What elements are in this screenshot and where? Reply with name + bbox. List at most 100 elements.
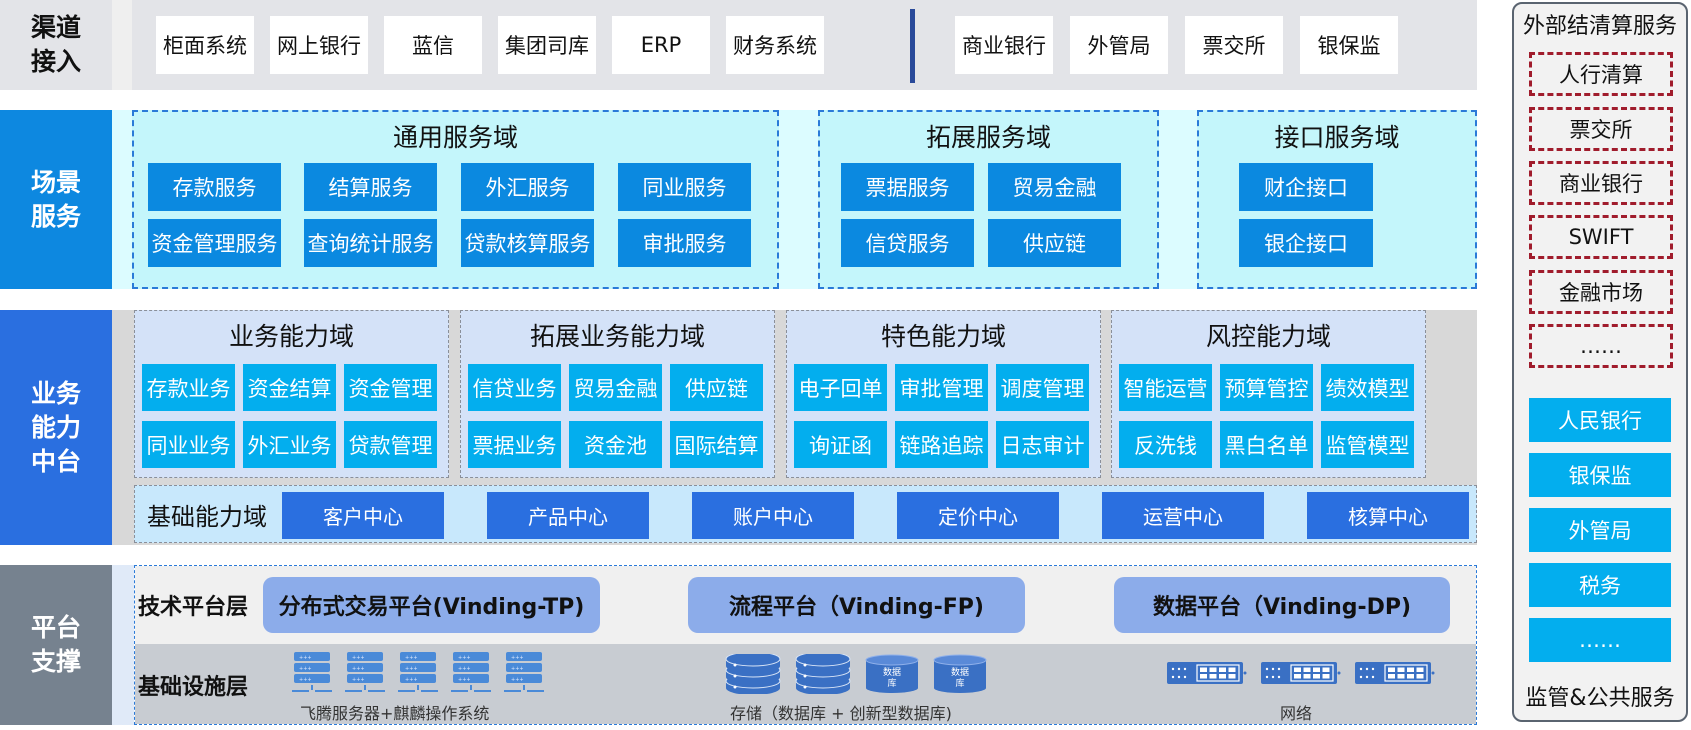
base-capability-button[interactable]: 产品中心 bbox=[487, 492, 649, 539]
svg-text:+++: +++ bbox=[511, 677, 524, 683]
svg-text:+++: +++ bbox=[458, 666, 471, 672]
storage-icon bbox=[795, 654, 851, 694]
capability-button[interactable]: 同业业务 bbox=[142, 421, 235, 468]
channel-item[interactable]: 集团司库 bbox=[498, 16, 596, 74]
capability-button[interactable]: 电子回单 bbox=[794, 364, 887, 411]
network-switch-icon bbox=[1167, 661, 1247, 685]
layer-label-scene-services: 场景 服务 bbox=[0, 110, 112, 289]
layer-label-capability-center: 业务 能力 中台 bbox=[0, 310, 112, 545]
regulatory-item[interactable]: 税务 bbox=[1529, 563, 1671, 607]
channel-item[interactable]: 网上银行 bbox=[270, 16, 368, 74]
capability-button[interactable]: 询证函 bbox=[794, 421, 887, 468]
storage-icon bbox=[725, 654, 781, 694]
channel-divider bbox=[910, 9, 915, 83]
service-button[interactable]: 银企接口 bbox=[1239, 219, 1373, 267]
base-capability-button[interactable]: 客户中心 bbox=[282, 492, 444, 539]
regulatory-title: 监管&公共服务 bbox=[1525, 686, 1675, 711]
service-button[interactable]: 信贷服务 bbox=[841, 219, 974, 267]
regulatory-item[interactable]: 人民银行 bbox=[1529, 398, 1671, 442]
base-capability-button[interactable]: 核算中心 bbox=[1307, 492, 1469, 539]
svg-text:+++: +++ bbox=[299, 666, 312, 672]
platform-button[interactable]: 分布式交易平台(Vinding-TP) bbox=[263, 577, 600, 633]
capability-button[interactable]: 贷款管理 bbox=[344, 421, 437, 468]
infra-layer-label: 基础设施层 bbox=[138, 675, 249, 700]
svg-text:+++: +++ bbox=[405, 677, 418, 683]
capability-button[interactable]: 预算管控 bbox=[1220, 364, 1313, 411]
capability-button[interactable]: 黑白名单 bbox=[1220, 421, 1313, 468]
capability-button[interactable]: 智能运营 bbox=[1119, 364, 1212, 411]
layer-label-channel-access: 渠道 接入 bbox=[0, 0, 112, 90]
channel-item[interactable]: 蓝信 bbox=[384, 16, 482, 74]
channel-item-external[interactable]: 商业银行 bbox=[955, 16, 1053, 74]
capability-button[interactable]: 供应链 bbox=[670, 364, 763, 411]
svg-text:+++: +++ bbox=[405, 655, 418, 661]
channel-item[interactable]: 财务系统 bbox=[726, 16, 824, 74]
regulatory-item[interactable]: 银保监 bbox=[1529, 453, 1671, 497]
service-button[interactable]: 外汇服务 bbox=[461, 163, 594, 211]
service-domain-title: 拓展服务域 bbox=[925, 123, 1051, 152]
service-button[interactable]: 供应链 bbox=[988, 219, 1121, 267]
row-separator bbox=[112, 310, 134, 545]
service-button[interactable]: 查询统计服务 bbox=[304, 219, 437, 267]
external-clearing-item[interactable]: 金融市场 bbox=[1529, 270, 1673, 314]
base-capability-button[interactable]: 账户中心 bbox=[692, 492, 854, 539]
service-button[interactable]: 同业服务 bbox=[618, 163, 751, 211]
service-button[interactable]: 贷款核算服务 bbox=[461, 219, 594, 267]
layer-label-text: 平台 支撑 bbox=[30, 613, 81, 676]
external-clearing-item[interactable]: SWIFT bbox=[1529, 215, 1673, 259]
server-icon: +++++++++ bbox=[504, 650, 544, 694]
server-icon: +++++++++ bbox=[451, 650, 491, 694]
capability-domain-title: 特色能力域 bbox=[880, 322, 1006, 351]
platform-button[interactable]: 数据平台（Vinding-DP) bbox=[1114, 577, 1450, 633]
base-capability-button[interactable]: 运营中心 bbox=[1102, 492, 1264, 539]
capability-button[interactable]: 链路追踪 bbox=[895, 421, 988, 468]
capability-button[interactable]: 监管模型 bbox=[1321, 421, 1414, 468]
regulatory-item[interactable]: 外管局 bbox=[1529, 508, 1671, 552]
capability-button[interactable]: 资金管理 bbox=[344, 364, 437, 411]
service-button[interactable]: 财企接口 bbox=[1239, 163, 1373, 211]
capability-button[interactable]: 审批管理 bbox=[895, 364, 988, 411]
base-capability-button[interactable]: 定价中心 bbox=[897, 492, 1059, 539]
external-clearing-item[interactable]: 商业银行 bbox=[1529, 161, 1673, 205]
layer-label-text: 渠道 接入 bbox=[30, 13, 81, 76]
capability-button[interactable]: 国际结算 bbox=[670, 421, 763, 468]
service-button[interactable]: 贸易金融 bbox=[988, 163, 1121, 211]
layer-label-text: 场景 服务 bbox=[30, 167, 81, 231]
capability-domain-title: 风控能力域 bbox=[1205, 322, 1331, 351]
platform-button[interactable]: 流程平台（Vinding-FP) bbox=[688, 577, 1025, 633]
capability-button[interactable]: 贸易金融 bbox=[569, 364, 662, 411]
capability-button[interactable]: 绩效模型 bbox=[1321, 364, 1414, 411]
channel-item-external[interactable]: 外管局 bbox=[1070, 16, 1168, 74]
capability-button[interactable]: 调度管理 bbox=[996, 364, 1089, 411]
capability-button[interactable]: 资金结算 bbox=[243, 364, 336, 411]
service-button[interactable]: 审批服务 bbox=[618, 219, 751, 267]
external-clearing-item[interactable]: 人行清算 bbox=[1529, 52, 1673, 96]
svg-text:+++: +++ bbox=[405, 666, 418, 672]
server-icon: +++++++++ bbox=[345, 650, 385, 694]
service-button[interactable]: 结算服务 bbox=[304, 163, 437, 211]
external-clearing-item[interactable]: 票交所 bbox=[1529, 107, 1673, 151]
capability-button[interactable]: 反洗钱 bbox=[1119, 421, 1212, 468]
svg-text:+++: +++ bbox=[511, 655, 524, 661]
capability-button[interactable]: 日志审计 bbox=[996, 421, 1089, 468]
regulatory-item[interactable]: …… bbox=[1529, 618, 1671, 662]
platform-support-box bbox=[134, 565, 1477, 725]
service-button[interactable]: 资金管理服务 bbox=[148, 219, 281, 267]
capability-button[interactable]: 票据业务 bbox=[468, 421, 561, 468]
svg-text:数据: 数据 bbox=[883, 666, 901, 678]
capability-button[interactable]: 存款业务 bbox=[142, 364, 235, 411]
channel-item-external[interactable]: 银保监 bbox=[1300, 16, 1398, 74]
svg-text:库: 库 bbox=[887, 677, 896, 689]
layer-label-text: 业务 能力 中台 bbox=[30, 378, 81, 476]
channel-item[interactable]: 柜面系统 bbox=[156, 16, 254, 74]
capability-button[interactable]: 信贷业务 bbox=[468, 364, 561, 411]
capability-domain-title: 拓展业务能力域 bbox=[529, 322, 705, 351]
service-button[interactable]: 票据服务 bbox=[841, 163, 974, 211]
capability-button[interactable]: 资金池 bbox=[569, 421, 662, 468]
service-button[interactable]: 存款服务 bbox=[148, 163, 281, 211]
base-capability-title: 基础能力域 bbox=[147, 502, 267, 531]
channel-item-external[interactable]: 票交所 bbox=[1185, 16, 1283, 74]
capability-button[interactable]: 外汇业务 bbox=[243, 421, 336, 468]
channel-item[interactable]: ERP bbox=[612, 16, 710, 74]
external-clearing-item[interactable]: …… bbox=[1529, 324, 1673, 368]
